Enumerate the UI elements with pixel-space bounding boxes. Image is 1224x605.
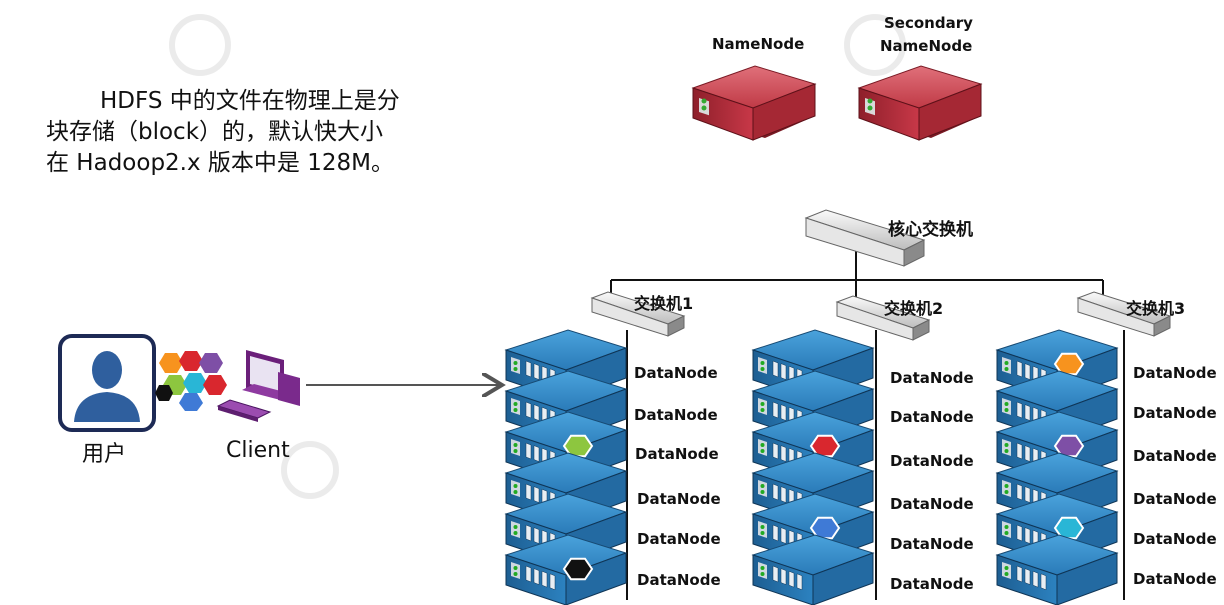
datanode-server-icon — [995, 534, 1119, 605]
switch-icon-3 — [1076, 291, 1172, 337]
datanode-label: DataNode — [637, 490, 721, 508]
hexagon-block-icon — [1053, 352, 1085, 376]
hexagon-block-icon — [809, 516, 841, 540]
datanode-racks — [504, 329, 1119, 605]
switch-icon-1 — [590, 291, 686, 337]
user-icon — [58, 334, 156, 432]
switch-label-1: 交换机1 — [634, 294, 694, 313]
switch-icon-2 — [835, 295, 931, 341]
secondary-namenode-label-1: Secondary — [884, 14, 973, 32]
computer-icon — [216, 350, 300, 422]
datanode-server-icon — [504, 329, 628, 401]
datanode-label: DataNode — [1133, 364, 1217, 382]
datanode-label: DataNode — [890, 369, 974, 387]
description-line-2: 块存储（block）的，默认快大小 — [46, 119, 384, 145]
datanode-label: DataNode — [637, 571, 721, 589]
core-switch-label: 核心交换机 — [888, 220, 973, 240]
datanode-server-icon — [751, 534, 875, 605]
user-label: 用户 — [82, 442, 127, 467]
namenode-server-icon — [691, 65, 817, 141]
client-label: Client — [226, 438, 290, 463]
secondary-namenode-label-2: NameNode — [880, 37, 973, 55]
datanode-label: DataNode — [890, 495, 974, 513]
namenode-label: NameNode — [712, 35, 805, 53]
datanode-label: DataNode — [890, 535, 974, 553]
description-line-3: 在 Hadoop2.x 版本中是 128M。 — [46, 150, 394, 176]
hexagon-block-icon — [809, 434, 841, 458]
hexagon-block-icon — [1053, 434, 1085, 458]
hexagon-block-icon — [1053, 516, 1085, 540]
description-line-1: HDFS 中的文件在物理上是分 — [100, 88, 400, 114]
secondary-namenode-server-icon — [857, 65, 983, 141]
hexagon-block-icon — [562, 557, 594, 581]
network-lines — [610, 240, 1125, 600]
datanode-label: DataNode — [1133, 530, 1217, 548]
switch-label-3: 交换机3 — [1126, 299, 1186, 318]
hexagon-block-icon — [562, 434, 594, 458]
description-text: HDFS 中的文件在物理上是分 块存储（block）的，默认快大小 在 Hado… — [46, 86, 446, 179]
switch-label-2: 交换机2 — [884, 299, 944, 318]
core-switch-icon — [804, 209, 926, 267]
datanode-label: DataNode — [634, 364, 718, 382]
blocks-icon — [155, 351, 227, 411]
datanode-label: DataNode — [637, 530, 721, 548]
datanode-label: DataNode — [1133, 447, 1217, 465]
datanode-label: DataNode — [635, 445, 719, 463]
datanode-label: DataNode — [890, 575, 974, 593]
datanode-label: DataNode — [890, 452, 974, 470]
datanode-label: DataNode — [1133, 404, 1217, 422]
datanode-label: DataNode — [1133, 490, 1217, 508]
datanode-label: DataNode — [634, 406, 718, 424]
datanode-label: DataNode — [890, 408, 974, 426]
watermarks — [169, 14, 906, 499]
datanode-label: DataNode — [1133, 570, 1217, 588]
